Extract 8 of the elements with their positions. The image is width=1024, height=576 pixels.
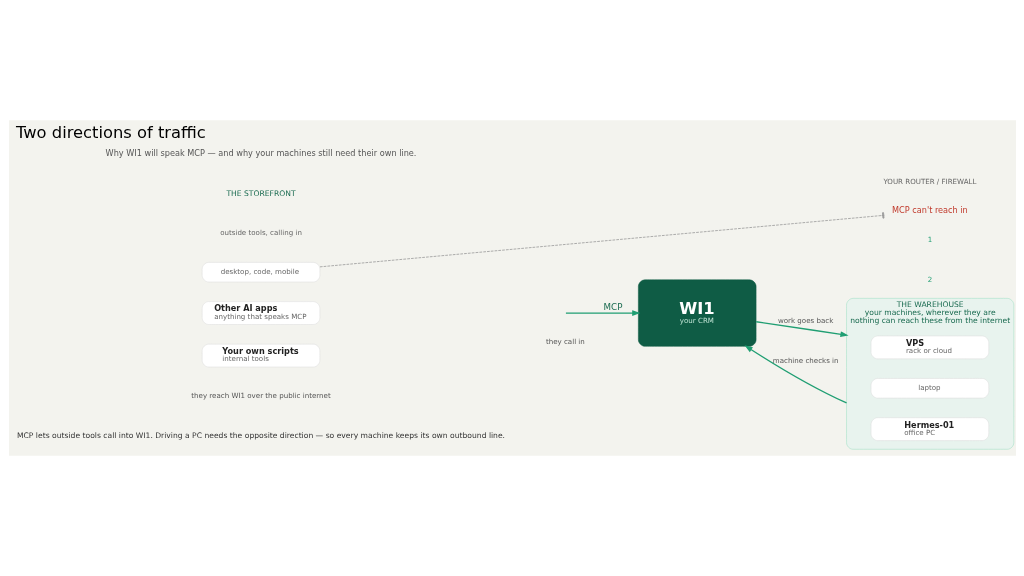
edge-label: MCP (603, 302, 622, 313)
node-text: MCP can't reach in (891, 205, 968, 216)
label: Why WI1 will speak MCP — and why your machines still need their own line. (105, 148, 416, 159)
arrow (744, 345, 847, 404)
arrow (755, 321, 849, 338)
arrow (564, 310, 640, 316)
connector (319, 212, 885, 268)
diagram-title: Two directions of traffic (15, 122, 206, 142)
